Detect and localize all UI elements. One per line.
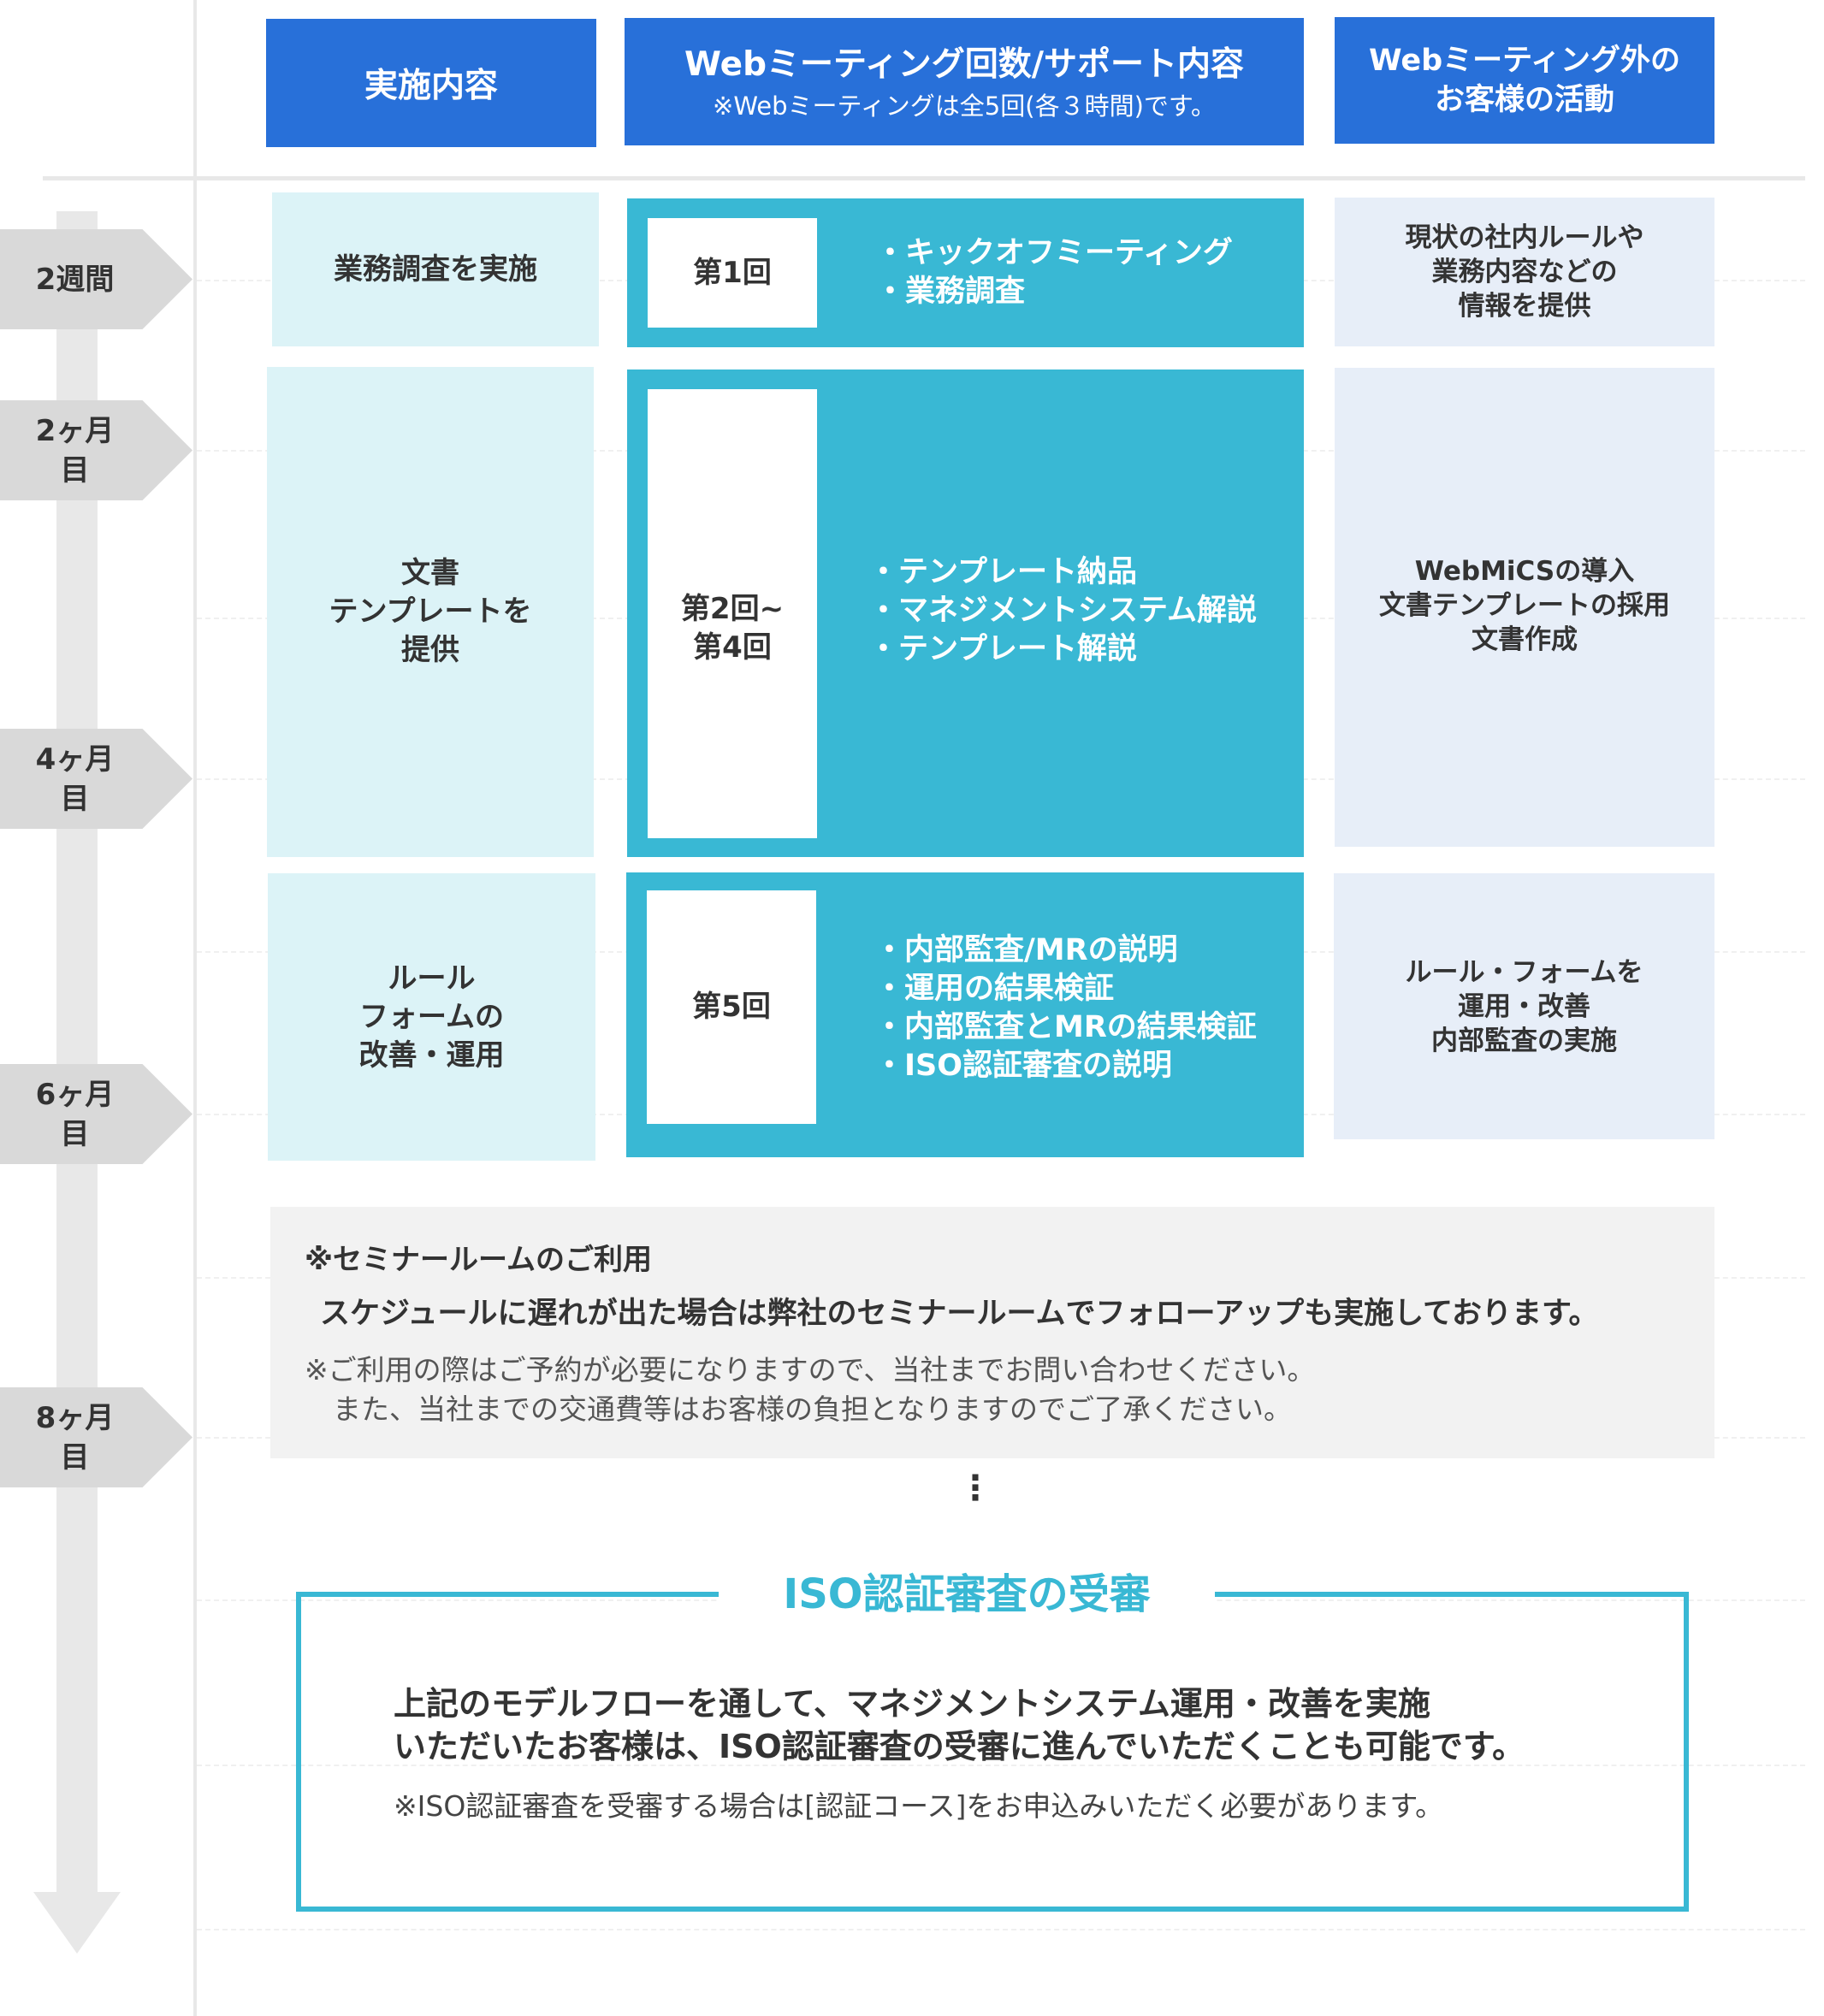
cell-text: 第2回~	[680, 592, 785, 626]
note-small: ※ご利用の際はご予約が必要になりますので、当社までお問い合わせください。	[305, 1353, 1316, 1386]
guide-line	[197, 1929, 1805, 1930]
header-col3: Webミーティング外の お客様の活動	[1335, 17, 1714, 144]
header-col1-text: 実施内容	[364, 67, 498, 105]
timeline-label: 2ヶ月目	[0, 400, 192, 500]
cell-text: 文書テンプレートの採用	[1378, 590, 1671, 621]
cell-text: 現状の社内ルールや	[1405, 222, 1644, 253]
list-item: ・業務調査	[875, 275, 1026, 309]
header-col2: Webミーティング回数/サポート内容 ※Webミーティングは全5回(各３時間)で…	[625, 18, 1304, 145]
support-list: ・キックオフミーティング・業務調査	[875, 234, 1233, 311]
row2-activity: 文書テンプレートを提供	[267, 367, 594, 857]
list-item: ・ISO認証審査の説明	[874, 1049, 1172, 1083]
support-list: ・内部監査/MRの説明・運用の結果検証・内部監査とMRの結果検証・ISO認証審査…	[874, 931, 1257, 1085]
row2-session: 第2回~ 第4回 ・テンプレート納品・マネジメントシステム解説・テンプレート解説	[627, 370, 1304, 857]
list-item: ・キックオフミーティング	[875, 236, 1233, 270]
session-label: 第2回~ 第4回	[648, 389, 817, 838]
timeline-text: 4ヶ月目	[35, 742, 115, 816]
cell-text: 業務調査を実施	[334, 251, 537, 287]
list-item: ・テンプレート解説	[868, 632, 1137, 666]
timeline-text: 6ヶ月目	[35, 1077, 115, 1151]
cell-text: 改善・運用	[358, 1038, 505, 1073]
list-item: ・内部監査/MRの説明	[874, 933, 1178, 967]
timeline-label: 4ヶ月目	[0, 729, 192, 829]
cell-text: フォームの	[359, 999, 504, 1034]
iso-note: ※ISO認証審査を受審する場合は[認証コース]をお申込みいただく必要があります。	[394, 1789, 1444, 1823]
iso-text: いただいたお客様は、ISO認証審査の受審に進んでいただくことも可能です。	[394, 1728, 1525, 1765]
cell-text: 提供	[400, 633, 459, 667]
list-item: ・マネジメントシステム解説	[868, 594, 1257, 628]
seminar-room-note: ※セミナールームのご利用 スケジュールに遅れが出た場合は弊社のセミナールームでフ…	[270, 1207, 1714, 1458]
row3-customer: ルール・フォームを運用・改善内部監査の実施	[1334, 873, 1714, 1139]
cell-text: 文書作成	[1471, 624, 1578, 655]
row3-activity: ルールフォームの改善・運用	[268, 873, 595, 1161]
timeline-label: 8ヶ月目	[0, 1387, 192, 1487]
timeline-text: 2週間	[35, 262, 115, 297]
header-col3-line: Webミーティング外の	[1368, 44, 1681, 78]
row1-customer: 現状の社内ルールや業務内容などの情報を提供	[1335, 198, 1714, 346]
iso-title: ISO認証審査の受審	[719, 1560, 1215, 1629]
header-col1: 実施内容	[266, 19, 596, 147]
list-item: ・内部監査とMRの結果検証	[874, 1010, 1257, 1044]
cell-text: ルール・フォームを	[1405, 956, 1643, 988]
guide-line	[197, 1765, 1805, 1766]
row3-session: 第5回 ・内部監査/MRの説明・運用の結果検証・内部監査とMRの結果検証・ISO…	[626, 872, 1304, 1157]
cell-text: ルール	[388, 961, 476, 996]
note-small: また、当社までの交通費等はお客様の負担となりますのでご了承ください。	[305, 1392, 1293, 1426]
list-item: ・運用の結果検証	[874, 972, 1115, 1006]
timeline-label: 6ヶ月目	[0, 1064, 192, 1164]
iso-text: 上記のモデルフローを通して、マネジメントシステム運用・改善を実施	[394, 1685, 1430, 1723]
session-label: 第5回	[647, 890, 816, 1124]
timeline-label: 2週間	[0, 229, 192, 329]
cell-text: 第5回	[692, 990, 771, 1024]
row2-customer: WebMiCSの導入文書テンプレートの採用文書作成	[1335, 368, 1714, 847]
iso-audit-box: 上記のモデルフローを通して、マネジメントシステム運用・改善を実施 いただいたお客…	[296, 1592, 1689, 1912]
cell-text: 内部監査の実施	[1430, 1025, 1617, 1056]
cell-text: 業務内容などの	[1431, 257, 1618, 287]
note-body: スケジュールに遅れが出た場合は弊社のセミナールームでフォローアップも実施しており…	[320, 1297, 1599, 1331]
list-item: ・テンプレート納品	[868, 555, 1137, 589]
cell-text: WebMiCSの導入	[1414, 556, 1635, 587]
cell-text: 情報を提供	[1458, 291, 1591, 322]
session-label: 第1回	[648, 218, 817, 328]
header-col2-title: Webミーティング回数/サポート内容	[684, 44, 1244, 84]
continuation-dots: ⋮	[958, 1469, 992, 1508]
column-divider	[193, 0, 197, 2016]
note-title: ※セミナールームのご利用	[305, 1243, 653, 1277]
timeline-arrow-icon	[33, 1892, 121, 1954]
cell-text: 文書	[400, 556, 459, 590]
timeline-text: 2ヶ月目	[35, 413, 115, 488]
row1-session: 第1回 ・キックオフミーティング・業務調査	[627, 198, 1304, 347]
row1-activity: 業務調査を実施	[272, 192, 599, 346]
support-list: ・テンプレート納品・マネジメントシステム解説・テンプレート解説	[868, 553, 1257, 669]
cell-text: 第1回	[693, 255, 772, 290]
timeline-text: 8ヶ月目	[35, 1400, 115, 1475]
header-col2-subtitle: ※Webミーティングは全5回(各３時間)です。	[713, 91, 1216, 121]
cell-text: 運用・改善	[1457, 990, 1590, 1022]
header-col3-line: お客様の活動	[1434, 83, 1614, 117]
cell-text: テンプレートを	[329, 594, 532, 629]
header-divider	[43, 176, 1805, 180]
cell-text: 第4回	[693, 630, 772, 665]
